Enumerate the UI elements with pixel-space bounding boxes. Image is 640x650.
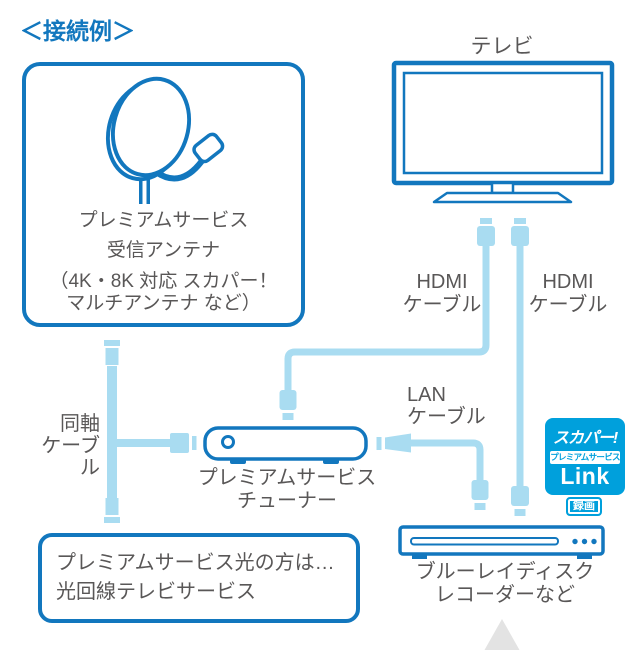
coax-line1: 同軸	[60, 413, 100, 435]
hdmi-right-line2: ケーブル	[528, 294, 608, 316]
antenna-sublabel-line1: （4K・8K 対応 スカパー！	[49, 271, 278, 292]
satellite-dish-icon	[105, 76, 225, 204]
recorder-label-line1: ブルーレイディスク	[415, 561, 595, 583]
hdmi-left-line2: ケーブル	[402, 294, 482, 316]
tuner-icon	[203, 426, 368, 464]
recorder-icon	[398, 525, 605, 559]
recording-badge: 録画	[566, 497, 602, 517]
skyperfect-link-logo: スカパー! プレミアムサービス Link	[545, 418, 625, 495]
fiber-info-line1: プレミアムサービス光の方は…	[56, 552, 335, 574]
tuner-label: プレミアムサービス チューナー	[187, 467, 387, 513]
hdmi-cable-right-label: HDMI ケーブル	[528, 271, 608, 317]
hdmi-cable-right	[511, 218, 529, 516]
antenna-panel	[22, 62, 305, 327]
hdmi-right-line1: HDMI	[542, 271, 594, 293]
antenna-sublabel-line2: マルチアンテナ など）	[66, 293, 261, 314]
coax-cable-label: 同軸 ケーブル	[30, 413, 100, 479]
tuner-label-line2: チューナー	[237, 490, 337, 512]
antenna-label: プレミアムサービス 受信アンテナ	[22, 206, 305, 266]
hdmi-cable-left	[279, 218, 495, 420]
lan-cable-label: LAN ケーブル	[407, 384, 497, 428]
fiber-info-box: プレミアムサービス光の方は… 光回線テレビサービス	[38, 533, 360, 623]
lan-line1: LAN	[407, 384, 446, 406]
antenna-sublabel: （4K・8K 対応 スカパー！ マルチアンテナ など）	[22, 271, 305, 315]
recorder-label-line2: レコーダーなど	[435, 584, 575, 606]
continuation-arrow-icon	[484, 619, 520, 650]
logo-product-text: Link	[560, 462, 610, 489]
tuner-label-line1: プレミアムサービス	[197, 467, 377, 489]
coax-cable	[104, 340, 197, 523]
tv-label: テレビ	[470, 35, 534, 58]
page-title: ＜接続例＞	[20, 18, 135, 44]
recorder-label: ブルーレイディスク レコーダーなど	[405, 561, 605, 607]
hdmi-cable-left-label: HDMI ケーブル	[402, 271, 482, 317]
logo-service-text: プレミアムサービス	[550, 451, 620, 464]
antenna-label-line2: 受信アンテナ	[106, 240, 221, 261]
antenna-label-line1: プレミアムサービス	[78, 210, 249, 231]
fiber-info-line2: 光回線テレビサービス	[56, 581, 256, 603]
tv-icon	[391, 60, 615, 204]
hdmi-left-line1: HDMI	[416, 271, 468, 293]
lan-cable	[376, 433, 489, 510]
coax-line2: ケーブル	[41, 435, 100, 479]
lan-line2: ケーブル	[407, 406, 486, 428]
logo-brand-text: スカパー!	[552, 430, 618, 447]
